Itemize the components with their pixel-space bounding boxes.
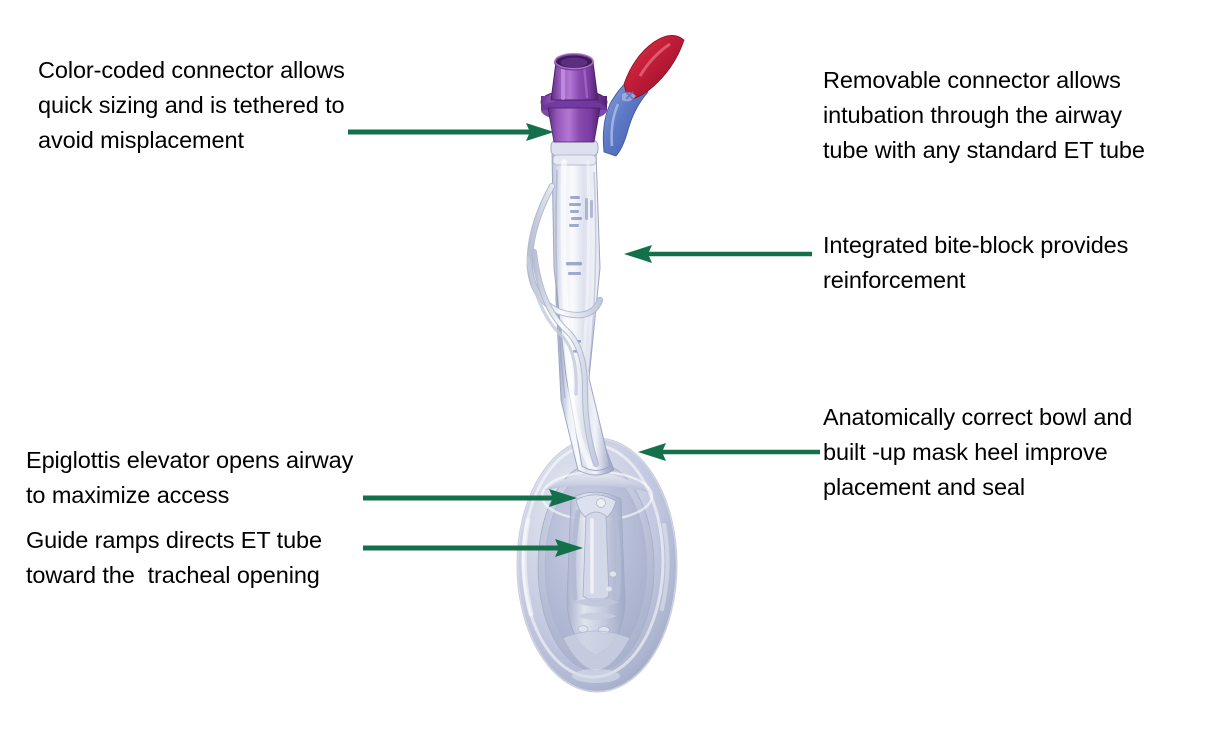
pilot-tab-group [602,35,685,157]
callout-removable-connector: Removable connector allows intubation th… [823,67,1145,163]
arrow-guide-ramps [363,538,585,558]
mask-bowl-group [515,436,679,694]
callout-guide-ramps: Guide ramps directs ET tube toward the t… [26,527,322,588]
pilot-tab-red [623,35,685,101]
epiglottis-elevator [575,494,617,524]
pilot-tab-blue [602,77,649,157]
bite-block-section [551,151,611,471]
aperture-frame [566,491,626,656]
guide-ramp-right [611,509,621,601]
callout-integrated-bite-block: Integrated bite-block provides reinforce… [823,232,1129,293]
tether-line [526,182,604,467]
callout-anatomic-bowl: Anatomically correct bowl and built -up … [823,404,1133,500]
airway-tube-group [550,139,615,476]
arrow-color-coded-connector [348,122,556,142]
callout-color-coded-connector: Color-coded connector allows quick sizin… [38,57,345,153]
arrow-mask-bowl [636,442,820,462]
arrow-epiglottis-elevator [363,488,579,508]
callout-epiglottis-elevator: Epiglottis elevator opens airway to maxi… [26,447,354,508]
arrow-bite-block [622,244,812,264]
